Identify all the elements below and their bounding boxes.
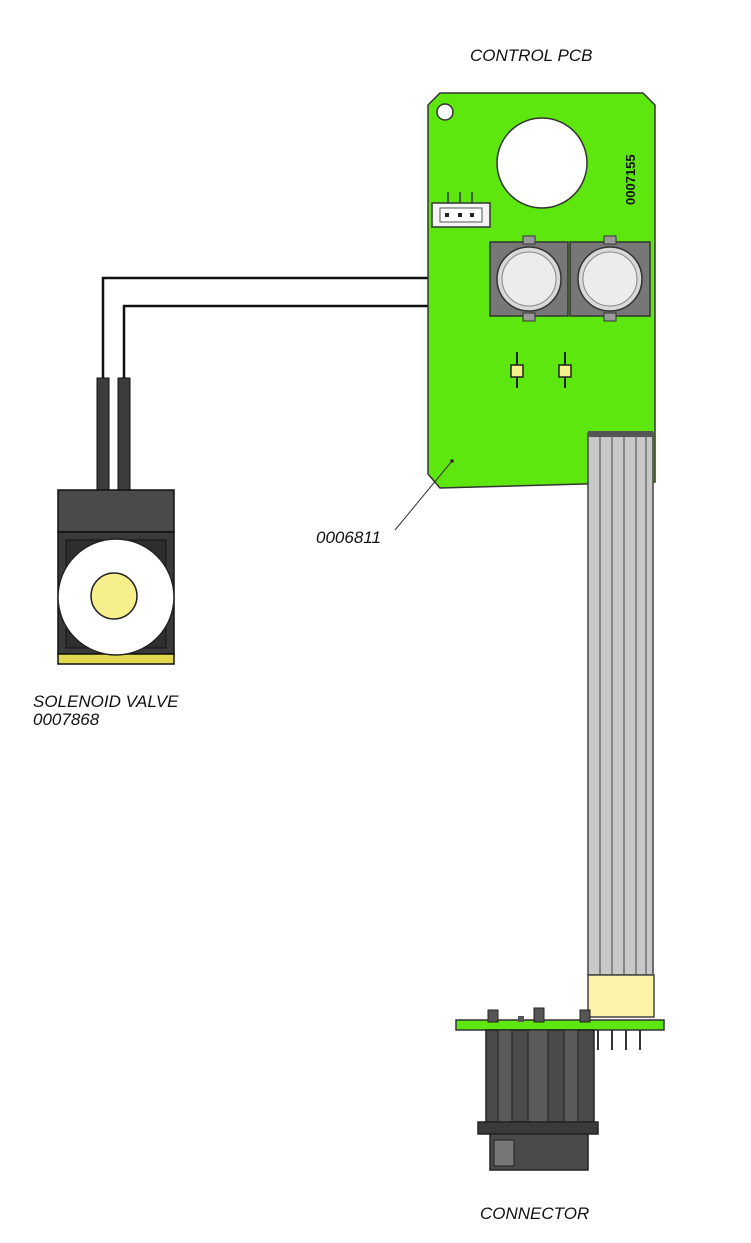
ribbon-cable xyxy=(587,431,655,1018)
pcb-cutout xyxy=(496,117,588,209)
ribbon-sleeve xyxy=(587,974,655,1018)
pcb-code-label: 0007155 xyxy=(623,154,638,205)
solenoid-part-number: 0007868 xyxy=(33,710,100,729)
capacitor-left xyxy=(489,235,569,322)
connector-label: CONNECTOR xyxy=(480,1204,589,1223)
capacitor-right xyxy=(569,235,651,322)
pcb-part-leader xyxy=(394,460,453,531)
pcb-wire-header xyxy=(431,192,491,228)
control-pcb xyxy=(427,92,656,489)
solenoid-wires xyxy=(101,225,474,380)
solenoid-valve xyxy=(57,377,175,665)
solenoid-valve-label: SOLENOID VALVE xyxy=(33,692,179,711)
pcb-part-number: 0006811 xyxy=(316,528,381,547)
pcb-led-right xyxy=(558,352,572,388)
pcb-led-left xyxy=(510,352,524,388)
solenoid-core xyxy=(90,572,138,620)
mounting-hole xyxy=(436,103,454,121)
control-pcb-label: CONTROL PCB xyxy=(470,46,593,65)
connector xyxy=(455,1007,665,1171)
